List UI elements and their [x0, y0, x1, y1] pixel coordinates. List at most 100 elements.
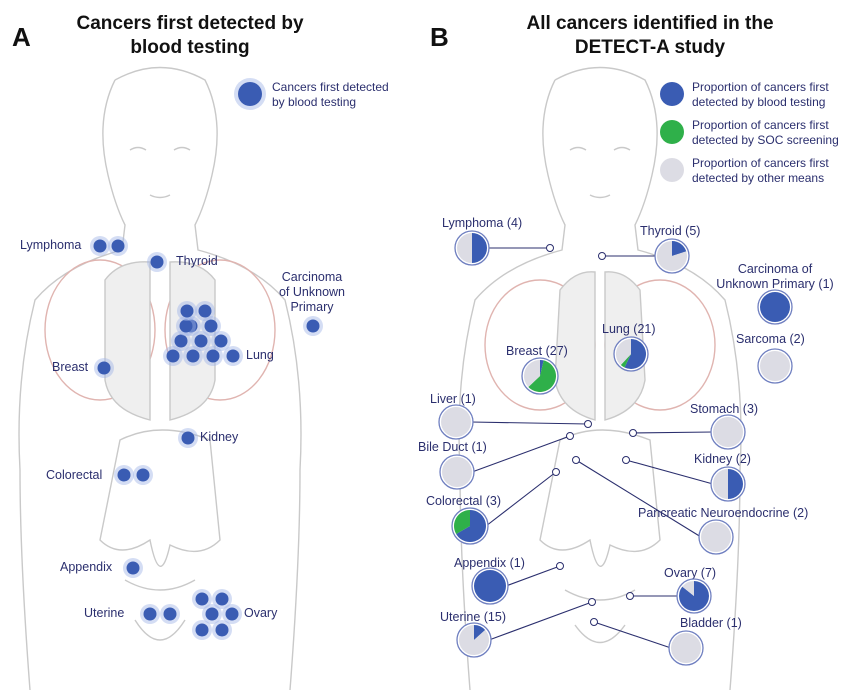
dot-a-ovary-4: [225, 607, 239, 621]
panel-b-legend-soc-line1: Proportion of cancers first: [692, 118, 829, 132]
panel-a-legend-line1: Cancers first detected: [272, 80, 389, 94]
pie-slice-stomach-other: [713, 417, 743, 447]
leader-anchor-stomach: [629, 429, 637, 437]
dot-a-lung-5: [214, 334, 228, 348]
label-a-breast: Breast: [52, 360, 89, 374]
leader-line-appendix: [505, 565, 561, 587]
dot-a-lung-9: [226, 349, 240, 363]
leader-anchor-appendix: [556, 562, 564, 570]
panel-b-legend-blood-line1: Proportion of cancers first: [692, 80, 829, 94]
leader-anchor-bladder: [590, 618, 598, 626]
pie-slice-lymphoma-other: [457, 233, 472, 263]
panel-b-legend-other-line2: detected by other means: [692, 171, 825, 185]
pie-slice-breast-soc: [528, 360, 556, 392]
legend-dot-b-0: [660, 82, 684, 106]
pie-slice-bile-duct-other: [442, 457, 472, 487]
dot-a-lung-12: [180, 304, 194, 318]
pie-slice-colorectal-soc: [453, 510, 470, 534]
dot-a-colorectal-2: [136, 468, 150, 482]
dot-a-ovary-1: [195, 592, 209, 606]
label-b-ovary: Ovary (7): [664, 566, 717, 580]
pie-slice-breast-other: [524, 360, 540, 387]
panel-b-title: All cancers identified in the DETECT-A s…: [490, 12, 810, 60]
label-a-cup-line1: Carcinoma: [281, 270, 343, 284]
label-b-appendix: Appendix (1): [454, 556, 525, 570]
panel-letter-a: A: [12, 22, 31, 52]
pie-slice-lymphoma-blood: [472, 233, 487, 263]
leader-anchor-lymphoma: [546, 244, 554, 252]
dot-a-thyroid-1: [150, 255, 164, 269]
pie-slice-bladder-other: [671, 633, 701, 663]
pie-slice-uterine-other: [459, 625, 490, 655]
leader-anchor-bile-duct: [566, 432, 574, 440]
pie-slice-appendix-blood: [474, 570, 506, 602]
panel-b-title-line1: All cancers identified in the: [526, 13, 774, 34]
panel-a-legend-line2: by blood testing: [272, 95, 357, 109]
label-b-pancreatic: Pancreatic Neuroendocrine (2): [638, 506, 809, 520]
leader-anchor-thyroid: [598, 252, 606, 260]
panel-b-legend-other-text: Proportion of cancers first detected by …: [692, 156, 829, 186]
leader-line-bladder: [593, 621, 672, 649]
dot-a-lung-6: [166, 349, 180, 363]
legend-dot-b-1: [660, 120, 684, 144]
pie-slice-lung-soc: [620, 354, 631, 368]
panel-letter-b: B: [430, 22, 449, 52]
label-b-thyroid: Thyroid (5): [640, 224, 701, 238]
label-b-colorectal: Colorectal (3): [426, 494, 502, 508]
pie-slice-colorectal-blood: [456, 510, 486, 542]
label-a-lymphoma: Lymphoma: [20, 238, 82, 252]
leader-line-pancreatic-neuroendocrine: [575, 459, 702, 538]
label-b-kidney: Kidney (2): [694, 452, 751, 466]
dot-a-uterine-1: [143, 607, 157, 621]
pie-slice-uterine-blood: [474, 625, 486, 640]
panel-a-title: Cancers first detected by blood testing: [40, 12, 340, 60]
dot-a-lung-3: [174, 334, 188, 348]
label-b-uterine: Uterine (15): [440, 610, 506, 624]
pie-slice-thyroid-other: [657, 241, 687, 272]
leader-line-uterine: [488, 601, 593, 641]
panel-a-legend-text: Cancers first detected by blood testing: [272, 80, 389, 110]
label-b-liver: Liver (1): [430, 392, 476, 406]
panel-b-legend-soc-text: Proportion of cancers first detected by …: [692, 118, 839, 148]
label-a-uterine: Uterine: [84, 606, 125, 620]
dot-a-lymphoma-1: [93, 239, 107, 253]
label-a-lung: Lung: [246, 348, 274, 362]
label-a-cup-line3: Primary: [290, 300, 334, 314]
panel-b-title-line2: DETECT-A study: [574, 37, 726, 58]
panel-b-legend-soc-line2: detected by SOC screening: [692, 133, 839, 147]
dot-a-colorectal-1: [117, 468, 131, 482]
panel-b-legend-blood-line2: detected by blood testing: [692, 95, 826, 109]
leader-line-bile-duct: [471, 435, 571, 473]
label-b-bladder: Bladder (1): [680, 616, 742, 630]
body-figure-a: [18, 66, 302, 691]
leader-line-colorectal: [485, 471, 557, 527]
dot-a-cup-1: [306, 319, 320, 333]
label-b-lymphoma: Lymphoma (4): [442, 216, 523, 230]
pie-slice-lung-blood: [624, 339, 647, 369]
pie-slice-breast-blood: [540, 360, 544, 376]
panel-b-legend-other-line1: Proportion of cancers first: [692, 156, 829, 170]
dot-a-ovary-6: [215, 623, 229, 637]
label-b-bile-duct: Bile Duct (1): [418, 440, 487, 454]
dot-a-lung-7: [186, 349, 200, 363]
label-b-breast: Breast (27): [506, 344, 568, 358]
panel-b-legend-blood-text: Proportion of cancers first detected by …: [692, 80, 829, 110]
panel-a-title-line1: Cancers first detected by: [76, 13, 304, 34]
legend-dot-b-2: [660, 158, 684, 182]
dot-a-ovary-5: [195, 623, 209, 637]
label-b-stomach: Stomach (3): [690, 402, 759, 416]
label-a-thyroid: Thyroid: [176, 254, 218, 268]
pie-slice-pancreatic-neuroendocrine-other: [701, 522, 731, 552]
leader-anchor-ovary: [626, 592, 634, 600]
panel-a-title-line2: blood testing: [130, 37, 250, 58]
pie-slice-ovary-other: [682, 581, 694, 596]
dot-a-appendix-1: [126, 561, 140, 575]
dot-a-kidney-1: [181, 431, 195, 445]
pie-slice-ovary-blood: [679, 581, 710, 612]
pie-slice-kidney-other: [713, 469, 728, 499]
dot-a-breast-1: [97, 361, 111, 375]
leader-line-kidney: [625, 459, 714, 485]
label-b-cup: Carcinoma of Unknown Primary (1): [700, 262, 850, 292]
leader-anchor-uterine: [588, 598, 596, 606]
